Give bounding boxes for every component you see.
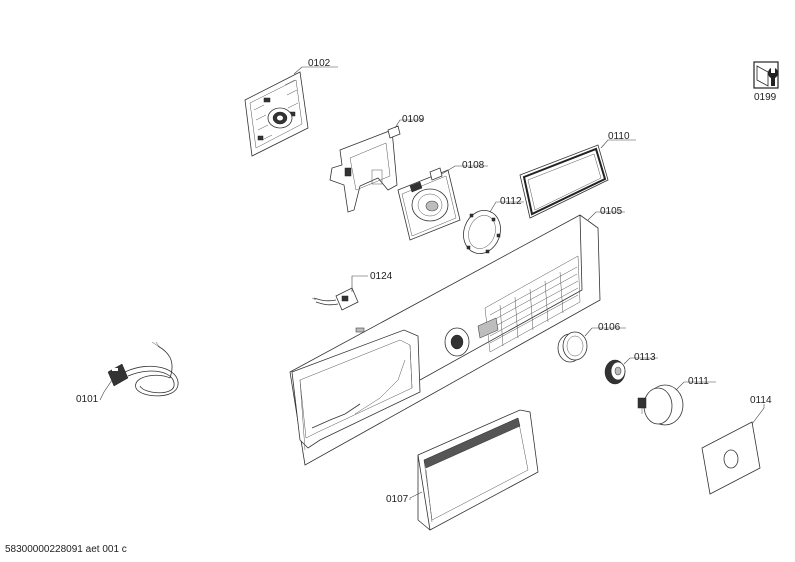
label-0107: 0107	[386, 494, 409, 505]
part-0105-front-panel[interactable]	[289, 214, 601, 466]
part-0111-program-knob[interactable]	[637, 384, 684, 426]
label-0124: 0124	[370, 271, 393, 282]
part-0112-ring[interactable]	[458, 205, 507, 259]
part-0124-cable-harness[interactable]	[311, 287, 359, 311]
part-0107-drawer-front[interactable]	[417, 409, 539, 531]
label-0102: 0102	[308, 58, 331, 69]
part-0109-bracket[interactable]	[329, 125, 401, 213]
label-0108: 0108	[462, 160, 485, 171]
part-0106-knob-ring[interactable]	[557, 331, 588, 363]
label-0105: 0105	[600, 206, 623, 217]
label-0111: 0111	[688, 376, 709, 387]
part-0102-control-board[interactable]	[244, 71, 309, 157]
label-0199: 0199	[754, 92, 777, 103]
document-number: 58300000228091 aet 001 c	[5, 544, 127, 555]
part-0110-display-window[interactable]	[519, 144, 609, 219]
label-0112: 0112	[500, 196, 522, 207]
part-0113-knob-insert[interactable]	[604, 359, 626, 385]
wrench-screwdriver-icon[interactable]	[753, 61, 779, 89]
label-0106: 0106	[598, 322, 621, 333]
label-0101: 0101	[76, 394, 99, 405]
label-0114: 0114	[750, 395, 772, 406]
label-0109: 0109	[402, 114, 425, 125]
label-0113: 0113	[634, 352, 656, 363]
part-0108-selector-housing[interactable]	[397, 167, 461, 241]
part-0114-symbol-sticker[interactable]	[701, 421, 761, 495]
part-0101-mains-cable[interactable]	[107, 341, 179, 397]
label-0110: 0110	[608, 131, 630, 142]
